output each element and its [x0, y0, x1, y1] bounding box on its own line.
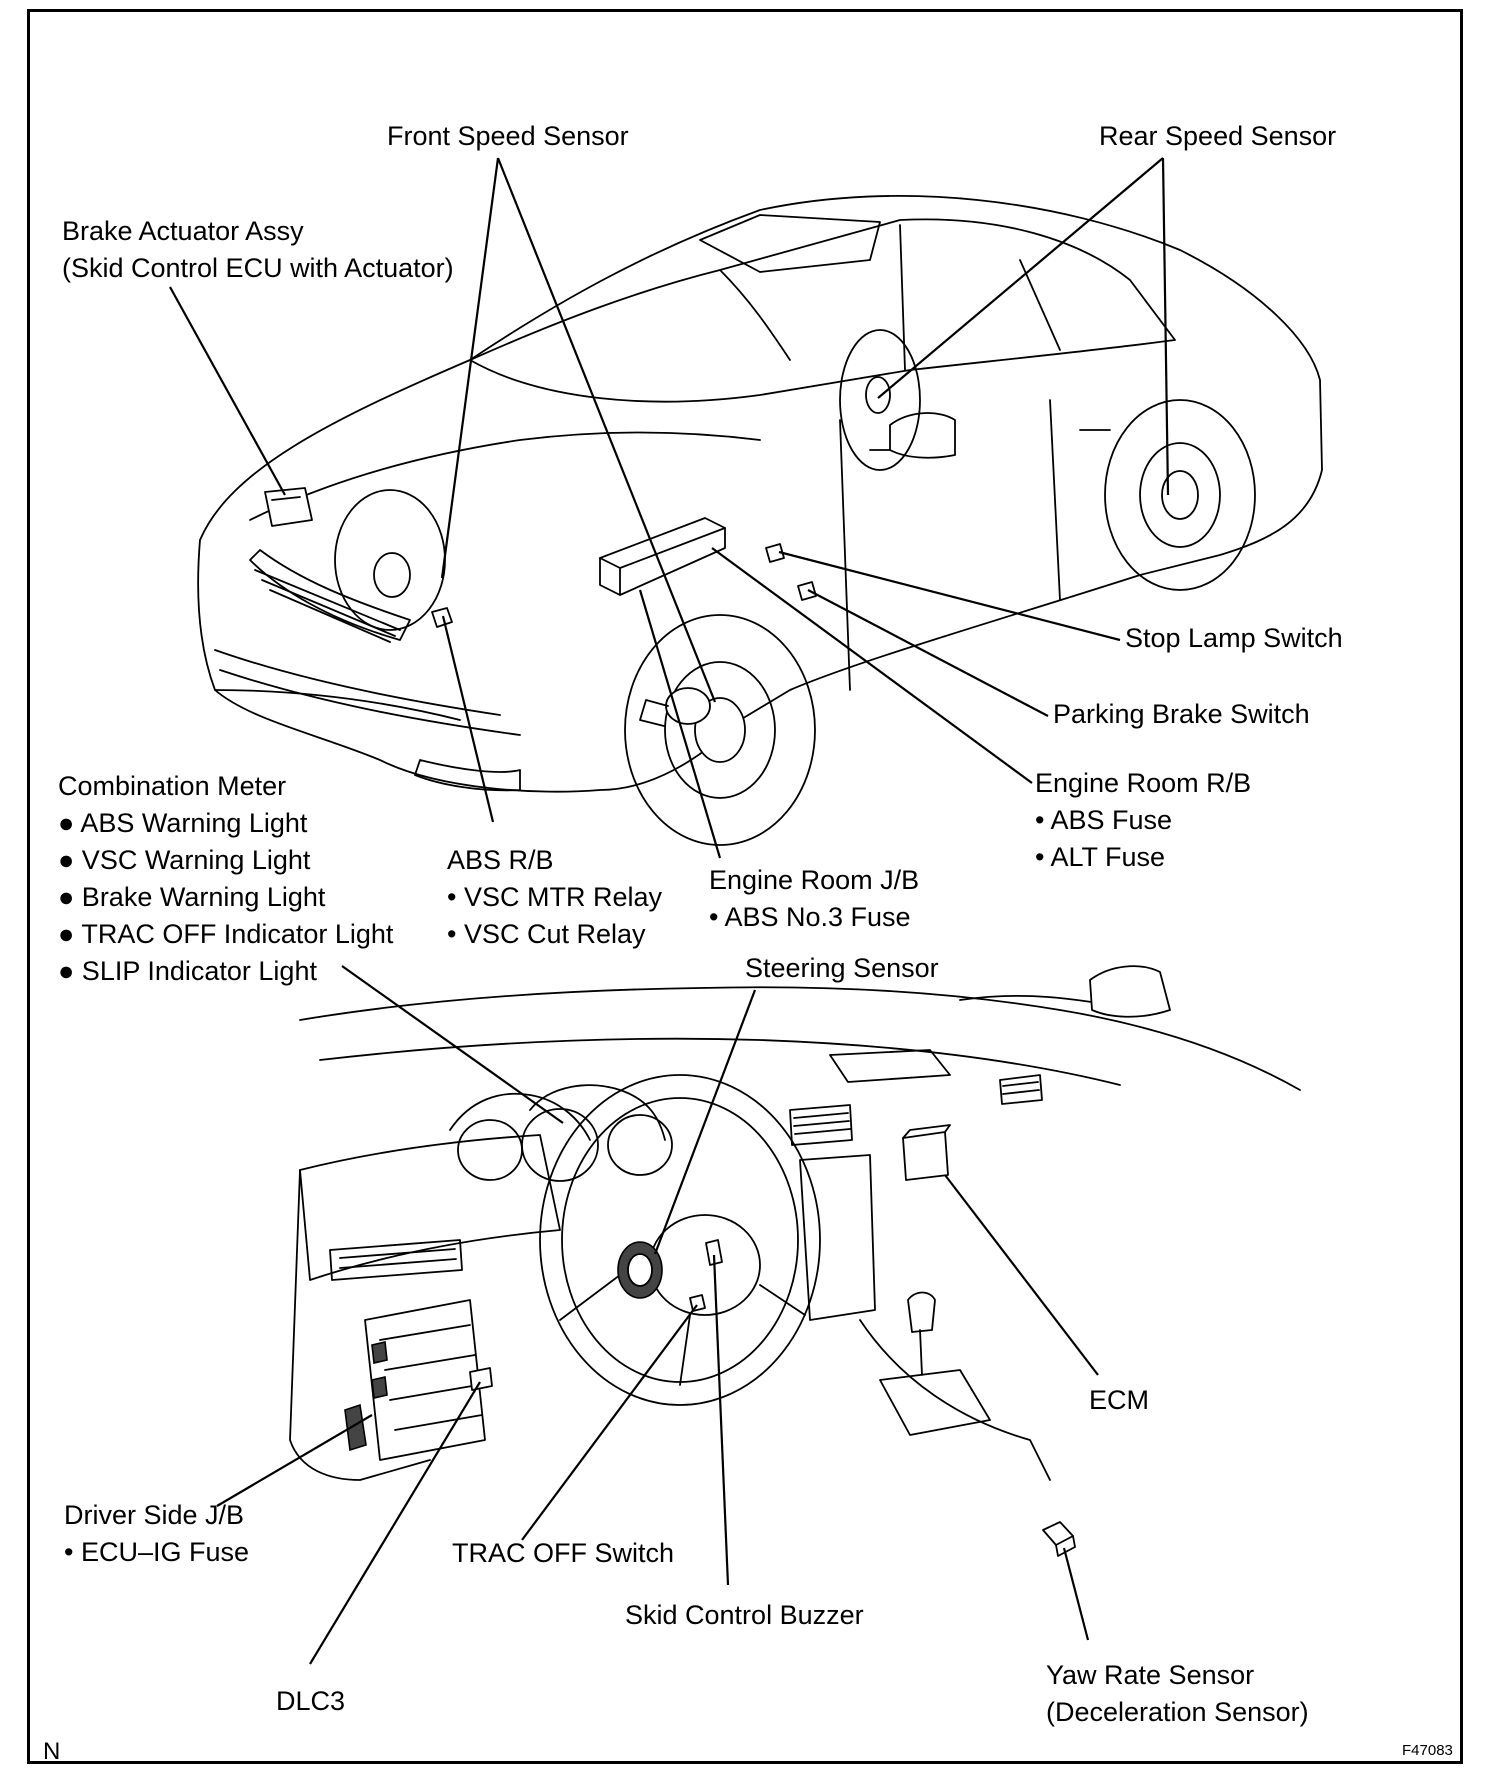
- dashboard-illustration: [289, 965, 1301, 1557]
- trac-off-switch-label: TRAC OFF Switch: [452, 1538, 675, 1568]
- engine-room-rb-label: Engine Room R/B • ABS Fuse • ALT Fuse: [1035, 768, 1252, 872]
- skid-control-buzzer-label: Skid Control Buzzer: [625, 1600, 864, 1630]
- abs-rb-label: ABS R/B • VSC MTR Relay • VSC Cut Relay: [447, 845, 662, 949]
- combination-meter-label: Combination Meter ● ABS Warning Light ● …: [58, 771, 394, 986]
- figure-id: F47083: [1402, 1742, 1453, 1759]
- stop-lamp-switch-label: Stop Lamp Switch: [1125, 623, 1343, 653]
- dlc3-label: DLC3: [276, 1686, 346, 1716]
- steering-sensor-label: Steering Sensor: [745, 953, 939, 983]
- yaw-rate-sensor-label: Yaw Rate Sensor (Deceleration Sensor): [1046, 1660, 1309, 1727]
- corner-mark-n: N: [43, 1738, 61, 1765]
- rear-speed-sensor-label: Rear Speed Sensor: [1099, 121, 1337, 151]
- brake-actuator-label: Brake Actuator Assy (Skid Control ECU wi…: [62, 216, 454, 283]
- car-illustration: [197, 195, 1323, 846]
- parking-brake-switch-label: Parking Brake Switch: [1053, 699, 1310, 729]
- leader-lines: [169, 157, 1170, 1665]
- engine-room-jb-label: Engine Room J/B • ABS No.3 Fuse: [709, 865, 920, 932]
- front-speed-sensor-label: Front Speed Sensor: [387, 121, 629, 151]
- ecm-label: ECM: [1089, 1385, 1149, 1415]
- diagram-frame: [27, 9, 1463, 1764]
- driver-side-jb-label: Driver Side J/B • ECU–IG Fuse: [64, 1500, 250, 1567]
